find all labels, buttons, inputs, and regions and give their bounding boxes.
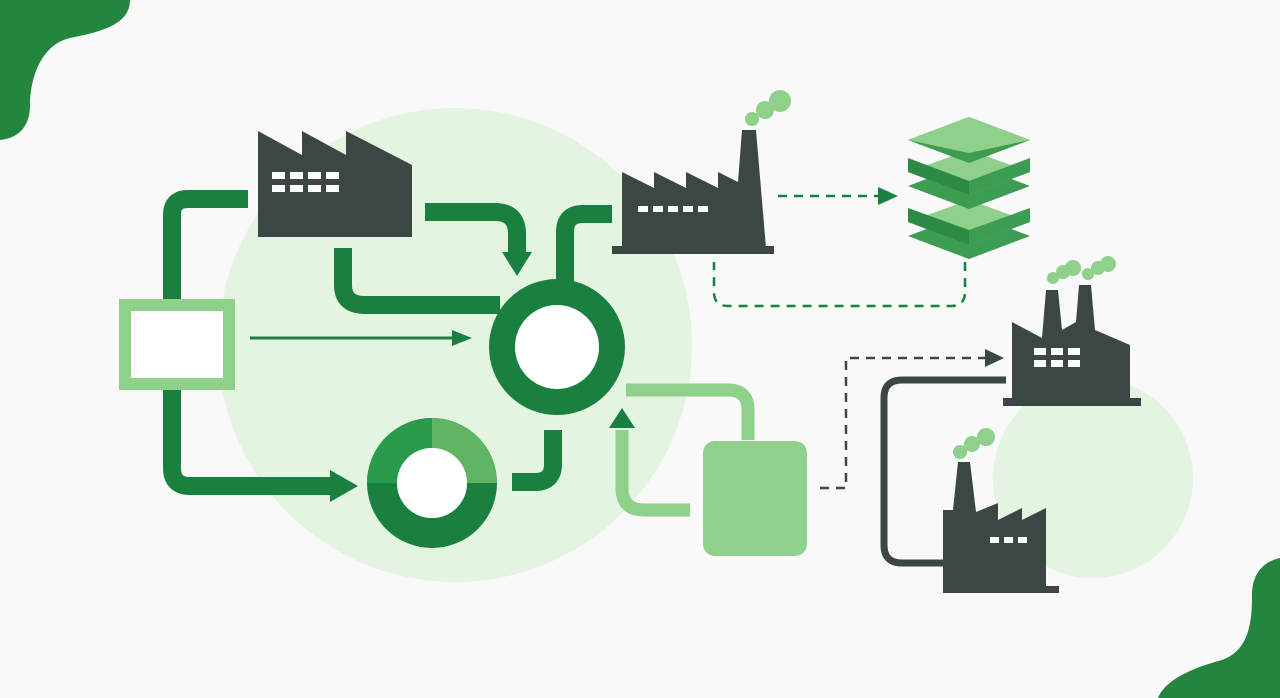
dashed-line-layers-to-factory	[712, 262, 967, 308]
dashed-line-storage-to-right-factory	[820, 356, 988, 490]
arrowhead-to-right-factory	[985, 349, 1004, 367]
flow-line-factory-to-hub	[334, 248, 500, 314]
arrowhead-into-hub-top	[502, 252, 532, 276]
storage-block-icon	[703, 441, 807, 556]
hub-ring-icon	[489, 279, 625, 415]
corner-blob-bottom-right	[1158, 558, 1280, 698]
flow-line-donut-to-hub	[512, 430, 562, 491]
corner-blob-top-left	[0, 0, 130, 140]
flow-line-hub-to-center-factory	[556, 205, 612, 282]
factory-icon	[943, 428, 1059, 593]
factory-icon	[612, 90, 791, 254]
arrowhead-into-donut	[330, 470, 358, 502]
arrowhead-storage-to-hub	[609, 408, 635, 428]
flow-line-storage-to-hub	[615, 430, 690, 517]
arrowhead-to-layers	[878, 187, 898, 205]
arrowhead-input-to-hub	[452, 330, 472, 346]
factory-icon	[258, 131, 412, 237]
layers-icon	[908, 117, 1030, 259]
flow-line-factory-arrow-to-hub	[425, 203, 526, 255]
flow-line-right-factories-loop	[880, 376, 1006, 567]
input-box	[119, 299, 235, 390]
donut-icon	[367, 418, 497, 548]
factory-icon	[1003, 256, 1141, 406]
flow-line-factory-to-input	[163, 190, 248, 300]
flow-line-hub-to-storage	[626, 383, 755, 440]
flow-line-input-to-donut	[163, 390, 335, 495]
